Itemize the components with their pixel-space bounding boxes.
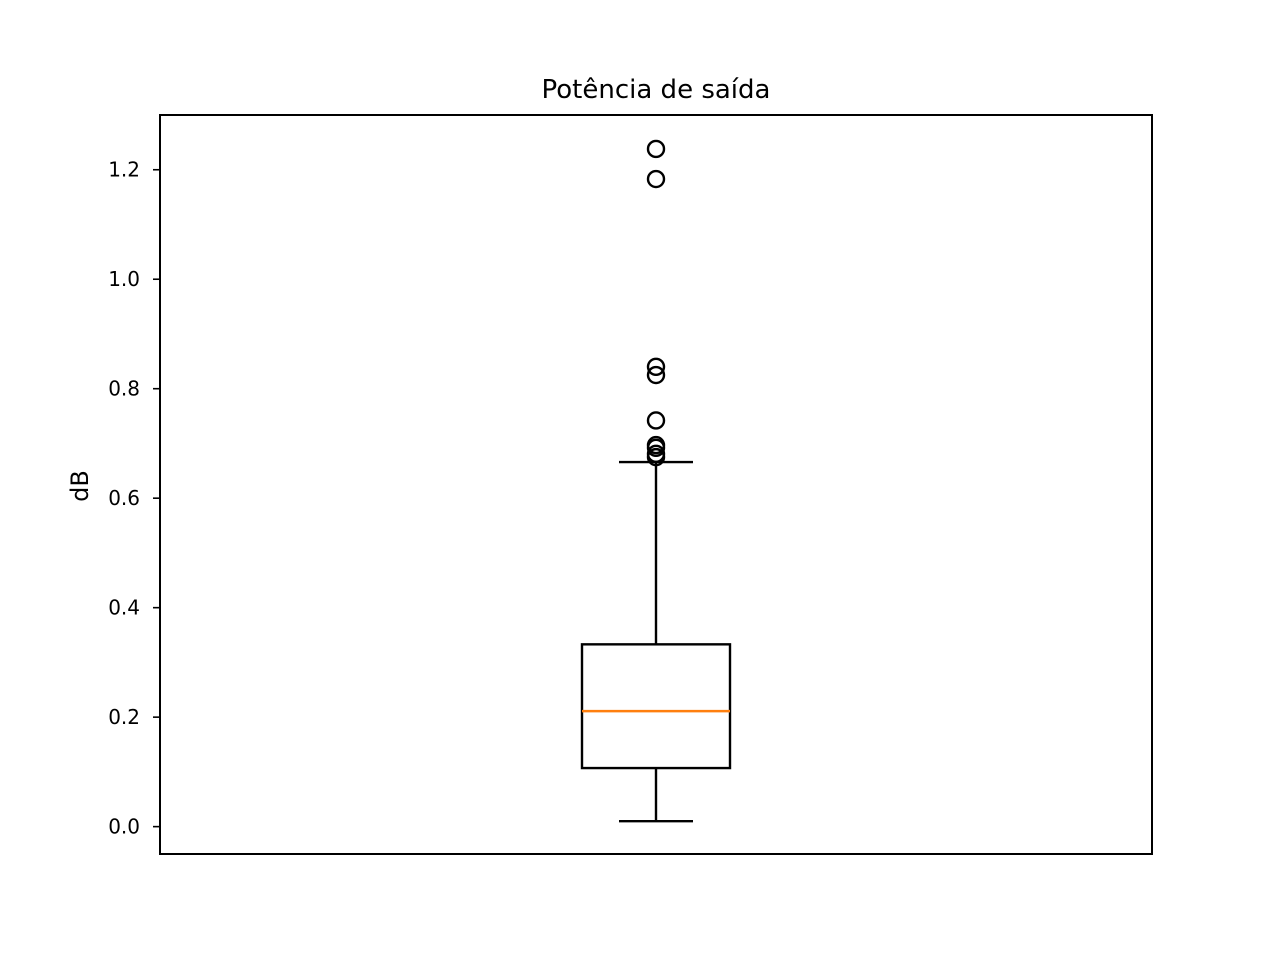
outlier-point	[646, 357, 666, 377]
outlier-points	[646, 139, 666, 467]
outlier-point	[646, 435, 666, 455]
chart-title: Potência de saída	[542, 75, 771, 105]
y-tick-label: 0.8	[108, 377, 140, 401]
iqr-box	[580, 643, 732, 770]
boxplot	[580, 460, 732, 823]
y-tick-label: 0.0	[108, 815, 140, 839]
y-axis-label: dB	[66, 470, 94, 502]
plot-area-frame	[159, 114, 1153, 855]
outlier-point	[646, 444, 666, 464]
outlier-point	[646, 139, 666, 159]
y-tick-label: 0.2	[108, 705, 140, 729]
outlier-point	[646, 169, 666, 189]
y-tick-label: 1.2	[108, 158, 140, 182]
y-tick-label: 0.4	[108, 596, 140, 620]
y-tick-label: 1.0	[108, 267, 140, 291]
y-axis-ticks: 0.0 0.2 0.4 0.6 0.8 1.0 1.2	[108, 158, 160, 839]
y-tick-label: 0.6	[108, 486, 140, 510]
outlier-point	[646, 365, 666, 385]
outlier-point	[646, 411, 666, 430]
